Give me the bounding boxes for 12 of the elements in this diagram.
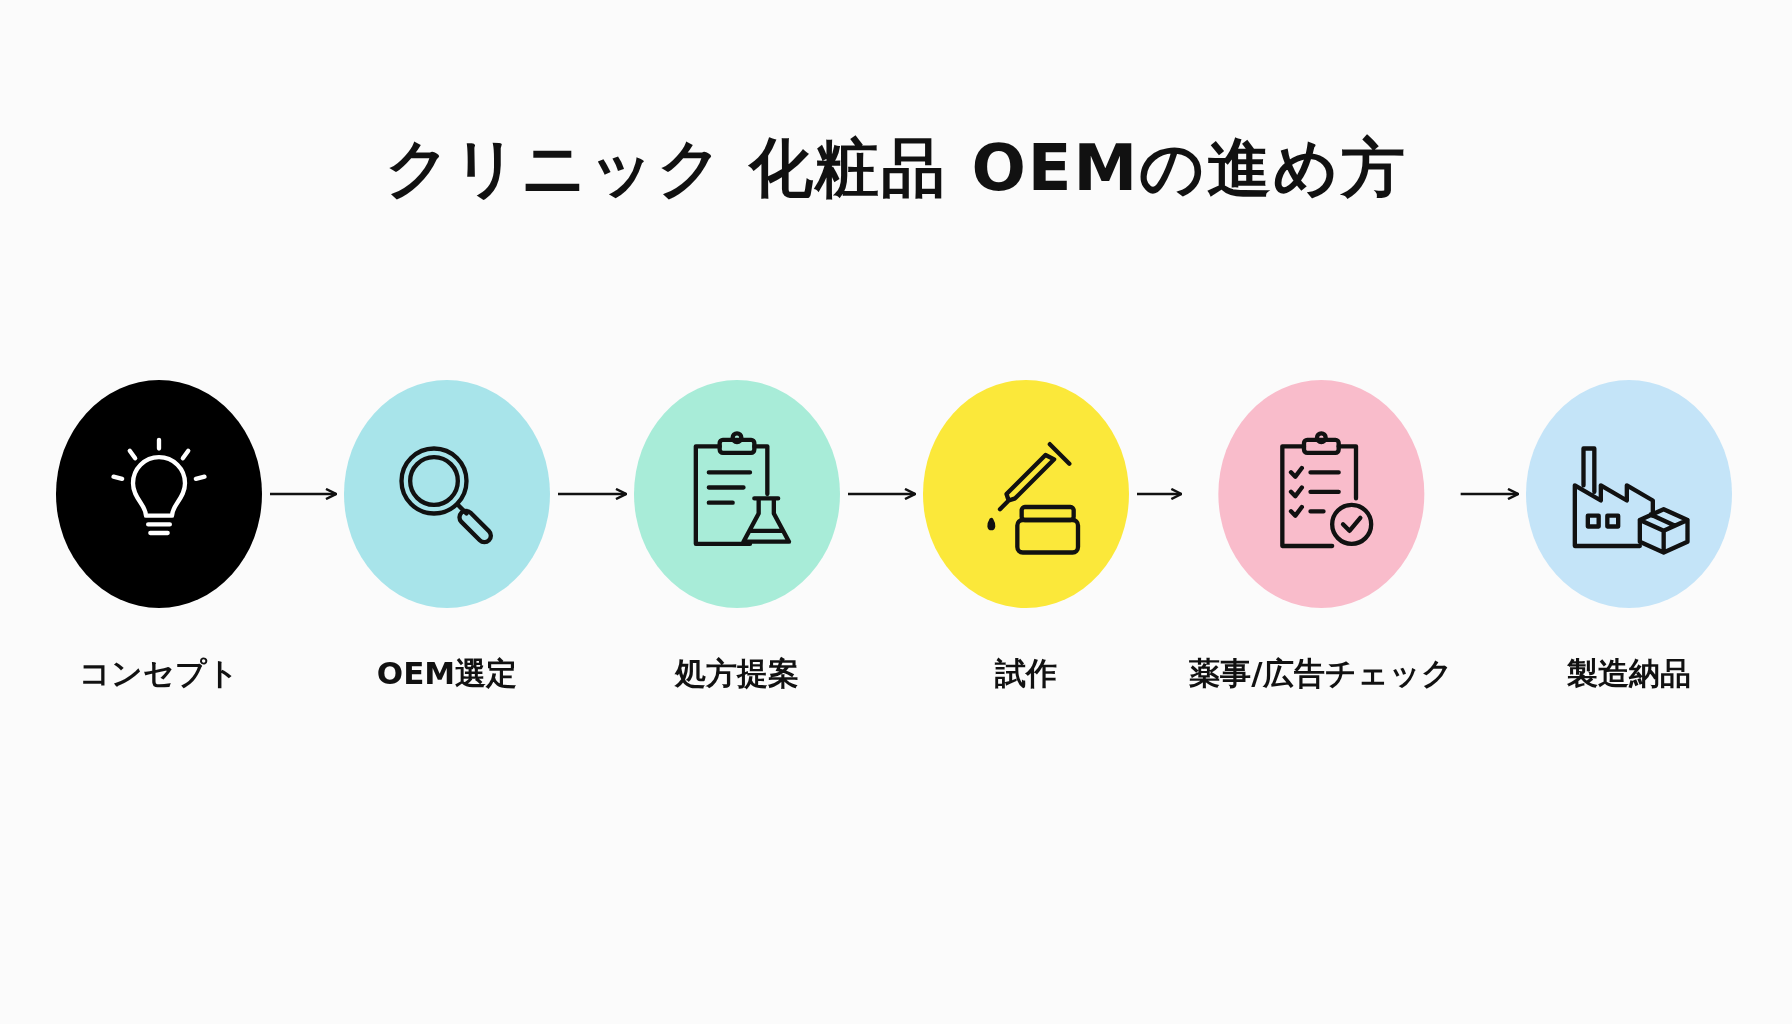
step-label: 薬事/広告チェック bbox=[1189, 654, 1453, 693]
step-label: 試作 bbox=[995, 654, 1057, 693]
title: クリニック 化粧品 OEMの進め方 bbox=[384, 131, 1408, 205]
arrow bbox=[1460, 487, 1520, 501]
arrow bbox=[848, 487, 917, 501]
arrow bbox=[1137, 487, 1183, 501]
step-label: コンセプト bbox=[79, 654, 239, 693]
step-label: 製造納品 bbox=[1567, 654, 1691, 693]
step-label: 処方提案 bbox=[675, 654, 799, 693]
arrow bbox=[558, 487, 628, 501]
step-label: OEM選定 bbox=[376, 654, 518, 693]
arrow bbox=[270, 487, 338, 501]
